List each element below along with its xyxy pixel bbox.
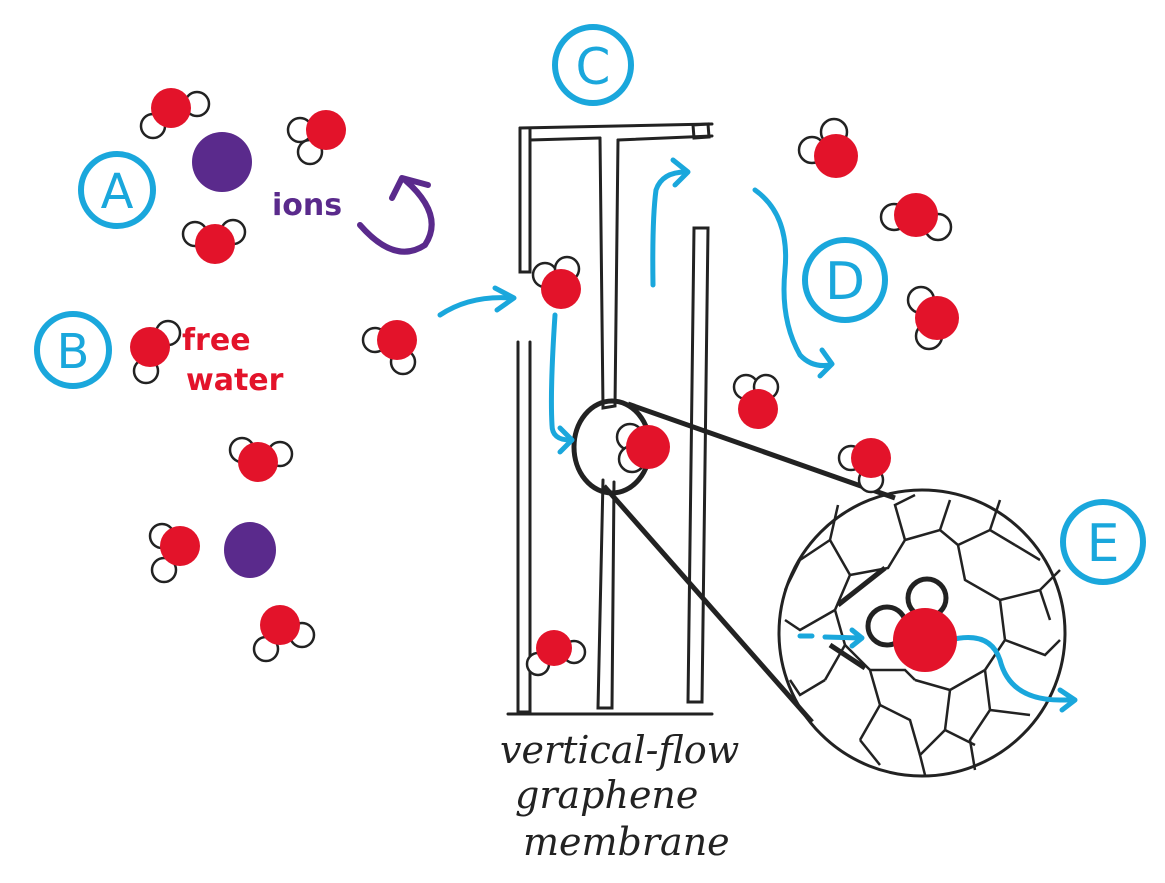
oxygen-atom: [536, 630, 572, 666]
water-molecule-icon: [906, 285, 959, 351]
oxygen-atom: [851, 438, 891, 478]
water-molecule-icon: [286, 110, 346, 166]
flow-arrows: [437, 157, 1078, 713]
label-e-text: E: [1087, 514, 1120, 574]
oxygen-atom: [260, 605, 300, 645]
label-d: D: [802, 237, 888, 323]
free-label: free: [182, 323, 251, 358]
flow-arrow-icon: [947, 635, 1077, 703]
ions-label: ions: [272, 188, 342, 223]
flow-arrow-icon: [1057, 687, 1078, 713]
water-molecule-icon: [837, 438, 891, 494]
label-a: A: [78, 151, 156, 229]
membrane-label-line2: graphene: [515, 773, 698, 817]
label-b: B: [34, 311, 112, 389]
oxygen-atom: [738, 389, 778, 429]
water-molecule-icon: [525, 630, 587, 677]
label-a-text: A: [101, 164, 134, 220]
flow-arrow-icon: [849, 627, 865, 649]
water-molecule-icon: [361, 320, 417, 376]
flow-arrow-icon: [437, 295, 515, 318]
oxygen-atom: [377, 320, 417, 360]
water-molecule-icon: [865, 576, 957, 672]
magnifier-circle-icon: [571, 398, 1067, 778]
water-molecule-icon: [615, 422, 670, 474]
flow-arrow-icon: [822, 634, 863, 641]
oxygen-atom: [130, 327, 170, 367]
rotate-arrow-icon: [357, 175, 435, 255]
label-e: E: [1060, 499, 1146, 585]
label-d-text: D: [825, 252, 865, 312]
oxygen-atom: [541, 269, 581, 309]
label-c-text: C: [576, 38, 611, 96]
water-molecules: [130, 88, 959, 677]
oxygen-atom: [160, 526, 200, 566]
ion-icon: [192, 132, 252, 192]
water-molecule-icon: [732, 373, 780, 429]
water-molecule-icon: [139, 88, 211, 140]
flow-arrow-icon: [492, 285, 517, 313]
water-molecule-icon: [252, 605, 316, 663]
membrane-label-line3: membrane: [523, 820, 730, 864]
oxygen-atom: [238, 442, 278, 482]
flow-arrow-icon: [548, 312, 573, 443]
graphene-lattice: [783, 493, 1061, 776]
graphene-membrane: [506, 122, 714, 716]
membrane-label-line1: vertical-flow: [500, 728, 739, 772]
flow-arrow-icon: [752, 187, 833, 368]
label-b-text: B: [57, 324, 90, 380]
flow-arrow-icon: [817, 347, 835, 379]
oxygen-atom: [894, 193, 938, 237]
label-c: C: [552, 24, 634, 106]
water-molecule-icon: [181, 218, 247, 264]
flow-arrow-icon: [557, 425, 575, 455]
water-molecule-icon: [879, 193, 953, 242]
ions: [192, 132, 276, 578]
water-molecule-icon: [148, 522, 200, 584]
water-label: water: [186, 363, 284, 398]
oxygen-atom: [306, 110, 346, 150]
flow-arrow-icon: [670, 157, 691, 188]
water-molecule-icon: [531, 255, 581, 309]
oxygen-atom: [893, 608, 957, 672]
oxygen-atom: [151, 88, 191, 128]
oxygen-atom: [195, 224, 235, 264]
water-molecule-icon: [130, 319, 182, 385]
water-molecule-icon: [228, 436, 294, 482]
water-molecule-icon: [797, 117, 858, 178]
ion-icon: [224, 522, 276, 578]
oxygen-atom: [915, 296, 959, 340]
oxygen-atom: [814, 134, 858, 178]
flow-arrow-icon: [650, 169, 689, 288]
oxygen-atom: [626, 425, 670, 469]
